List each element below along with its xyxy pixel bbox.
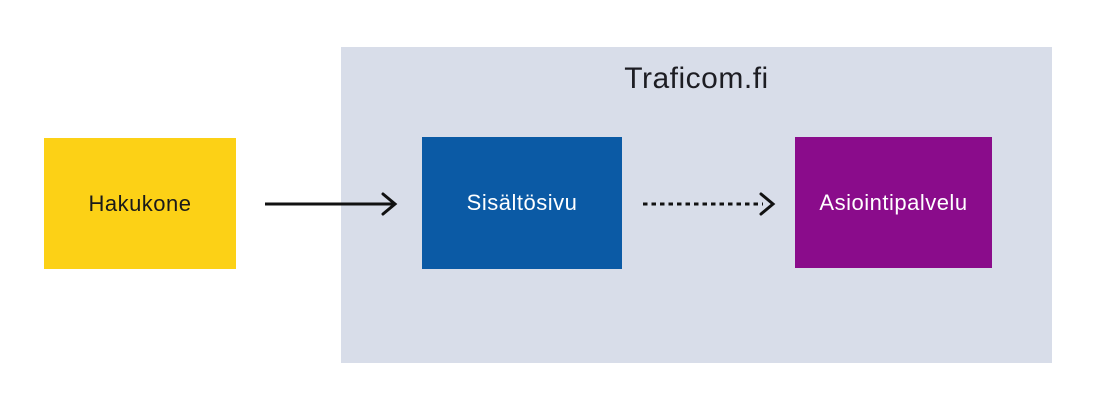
group-title: Traficom.fi	[624, 62, 769, 95]
dashed-arrow-icon	[643, 192, 776, 216]
node-asiointipalvelu: Asiointipalvelu	[795, 137, 992, 268]
node-hakukone: Hakukone	[44, 138, 236, 269]
node-sisaltosivu: Sisältösivu	[422, 137, 622, 269]
solid-arrow-icon	[265, 192, 398, 216]
